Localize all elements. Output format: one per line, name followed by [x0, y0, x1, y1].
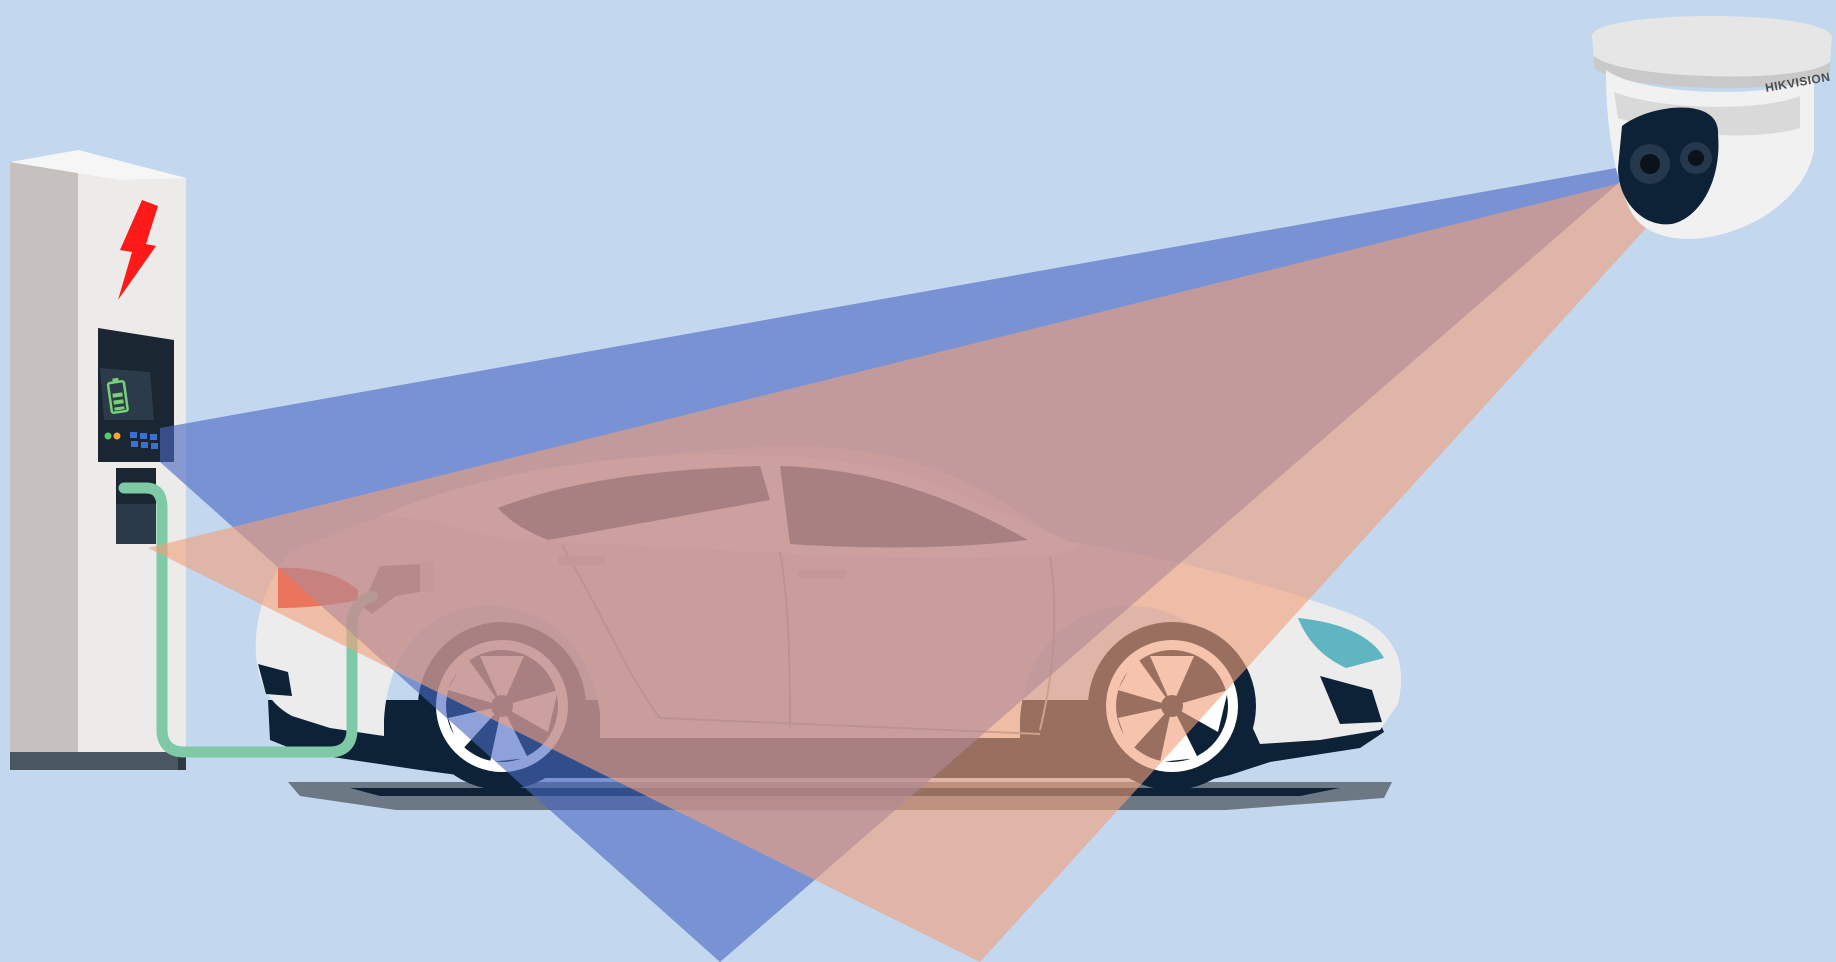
- indicator-light-orange: [114, 433, 121, 440]
- thermal-beam: [148, 162, 1706, 962]
- indicator-light-green: [105, 433, 112, 440]
